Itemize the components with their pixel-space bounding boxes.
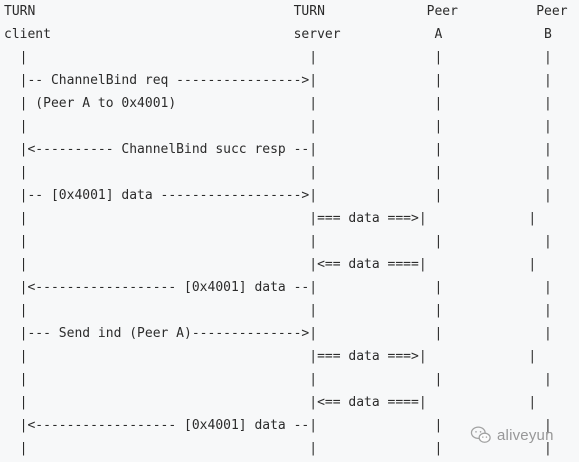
diagram-line: |--- Send ind (Peer A)-------------->| |… xyxy=(4,326,552,341)
diagram-line: | |=== data ===>| | xyxy=(4,349,537,364)
diagram-line: |<---------- ChannelBind succ resp --| |… xyxy=(4,142,552,157)
watermark: aliveyun xyxy=(470,424,554,446)
diagram-line: | | | | xyxy=(4,441,552,456)
diagram-line: |-- ChannelBind req ---------------->| |… xyxy=(4,73,552,88)
diagram-line: | |<== data ====| | xyxy=(4,257,537,272)
watermark-text: aliveyun xyxy=(497,426,554,444)
diagram-line: | |=== data ===>| | xyxy=(4,211,537,226)
diagram-line: | |<== data ====| | xyxy=(4,395,537,410)
wechat-icon xyxy=(470,426,491,443)
header-entity-row: TURN TURN Peer Peer xyxy=(4,4,568,19)
diagram-line: | | | | xyxy=(4,119,552,134)
header-entity-row-2: client server A B xyxy=(4,27,552,42)
diagram-line: | | | | xyxy=(4,234,552,249)
diagram-line: | | | | xyxy=(4,372,552,387)
diagram-line: |<------------------ [0x4001] data --| |… xyxy=(4,280,552,295)
diagram-line: | | | | xyxy=(4,165,552,180)
diagram-line: |-- [0x4001] data ------------------>| |… xyxy=(4,188,552,203)
diagram-line: | | | | xyxy=(4,50,552,65)
diagram-line: | | | | xyxy=(4,303,552,318)
diagram-line: | (Peer A to 0x4001) | | | xyxy=(4,96,552,111)
diagram-line: |<------------------ [0x4001] data --| |… xyxy=(4,418,552,433)
